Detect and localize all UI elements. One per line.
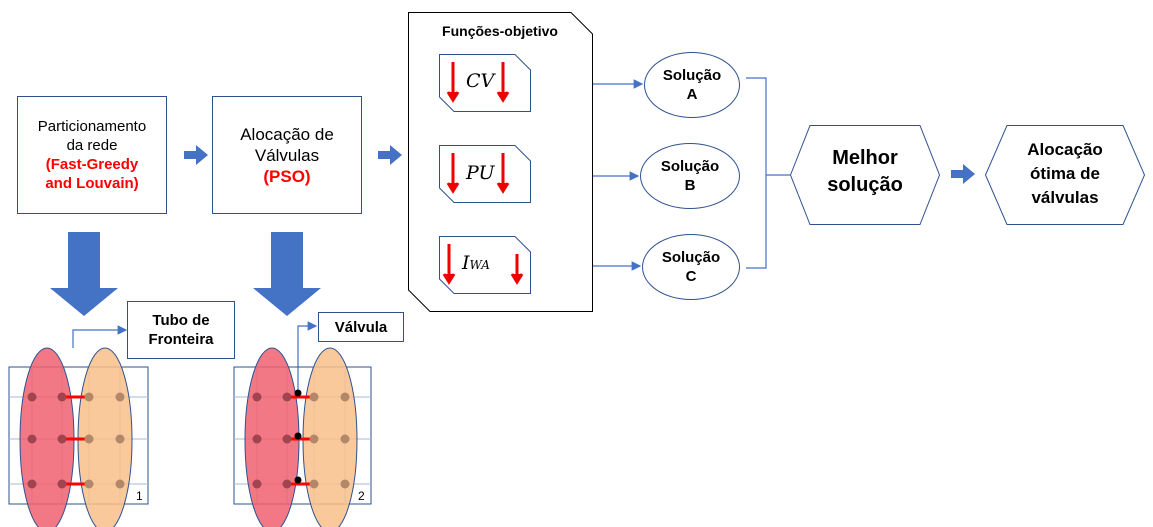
boundary-pipe-callout: Tubo de Fronteira [127, 301, 235, 359]
objective-card-iwa [439, 236, 531, 294]
solution-b-line2: B [684, 177, 696, 194]
objective-iwa-label: IWA [462, 252, 490, 274]
partitioning-line1: Particionamento [37, 118, 147, 135]
flow-arrow-2 [378, 145, 402, 165]
optimal-line2: ótima de [1030, 164, 1100, 183]
objective-cv-label: CV [466, 70, 495, 92]
boundary-line1: Tubo de [152, 312, 210, 329]
valve-marker [294, 476, 302, 484]
allocation-method: (PSO) [263, 166, 311, 186]
optimal-allocation-hexagon [985, 125, 1145, 225]
down-arrow-2 [253, 232, 321, 316]
allocation-line2: Válvulas [254, 145, 320, 165]
down-arrow-1 [50, 232, 118, 316]
optimal-line1: Alocação [1027, 140, 1103, 159]
optimal-line3: válvulas [1031, 188, 1099, 207]
objective-card-cv [439, 54, 531, 112]
objective-card-pu [439, 145, 531, 203]
best-line2: solução [827, 174, 903, 196]
partitioning-method-line2: and Louvain) [45, 175, 139, 192]
valve-marker [294, 432, 302, 440]
flow-arrow-3 [951, 164, 975, 184]
objective-pu-label: PU [466, 162, 495, 184]
solution-c: Solução C [642, 234, 740, 300]
solution-a-line2: A [686, 86, 698, 103]
solution-a: Solução A [644, 52, 740, 118]
objective-iwa-main: I [462, 252, 470, 274]
network-panel-1: 1 [8, 347, 149, 527]
objectives-title: Funções-objetivo [442, 23, 558, 39]
panel-number-1: 1 [136, 489, 143, 503]
boundary-line2: Fronteira [148, 331, 214, 348]
valve-callout: Válvula [318, 312, 404, 342]
objective-iwa-subscript: WA [469, 258, 490, 272]
best-solution-hexagon [790, 125, 940, 225]
solution-c-line1: Solução [661, 249, 721, 266]
best-line1: Melhor [832, 147, 898, 169]
partitioning-box: Particionamento da rede (Fast-Greedy and… [17, 96, 167, 214]
network-panel-2: 2 [233, 347, 372, 527]
allocation-line1: Alocação de [240, 124, 334, 144]
panel-number-2: 2 [358, 489, 365, 503]
best-solution-text: Melhor solução [790, 145, 940, 199]
valve-marker [294, 389, 302, 397]
partitioning-line2: da rede [66, 137, 118, 154]
solution-a-line1: Solução [662, 67, 722, 84]
solution-b: Solução B [640, 143, 740, 209]
valve-allocation-box: Alocação de Válvulas (PSO) [212, 96, 362, 214]
flow-arrow-1 [184, 145, 208, 165]
optimal-allocation-text: Alocação ótima de válvulas [985, 138, 1145, 210]
valve-label: Válvula [334, 318, 388, 336]
solution-b-line1: Solução [660, 158, 720, 175]
partitioning-method-line1: (Fast-Greedy [45, 156, 139, 173]
solution-c-line2: C [685, 268, 697, 285]
